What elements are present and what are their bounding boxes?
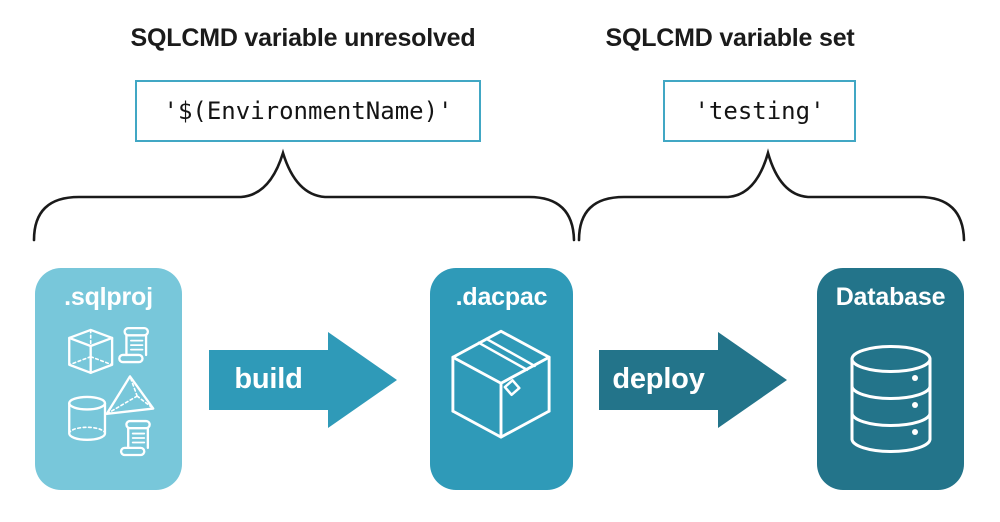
- build-arrow-label: build: [234, 363, 303, 396]
- heading-sqlcmd-set: SQLCMD variable set: [605, 24, 855, 52]
- cylinder-icon: [68, 395, 107, 441]
- cube-icon: [68, 328, 114, 374]
- database-card: Database: [817, 268, 964, 490]
- dacpac-card: .dacpac: [430, 268, 573, 490]
- database-card-label: Database: [835, 283, 946, 311]
- code-text-environment-variable: '$(EnvironmentName)': [163, 97, 453, 125]
- sqlproj-card: .sqlproj: [35, 268, 182, 490]
- build-arrow: build: [209, 332, 397, 428]
- database-cylinder-icon: [850, 345, 932, 453]
- heading-sqlcmd-unresolved: SQLCMD variable unresolved: [130, 24, 476, 52]
- code-text-testing-value: 'testing': [694, 97, 825, 125]
- dacpac-card-label: .dacpac: [455, 283, 548, 311]
- script-scroll-icon: [118, 326, 150, 364]
- deploy-arrow: deploy: [599, 332, 787, 428]
- sqlproj-card-label: .sqlproj: [64, 283, 153, 311]
- pyramid-icon: [105, 375, 155, 416]
- code-box-environment-variable: '$(EnvironmentName)': [135, 80, 481, 142]
- sql-objects-icon: [68, 326, 155, 457]
- code-box-testing-value: 'testing': [663, 80, 856, 142]
- package-box-icon: [451, 329, 551, 439]
- left-curly-brace: [32, 148, 576, 242]
- script-scroll-icon: [119, 419, 151, 457]
- deploy-arrow-label: deploy: [612, 363, 705, 396]
- right-curly-brace: [577, 148, 966, 242]
